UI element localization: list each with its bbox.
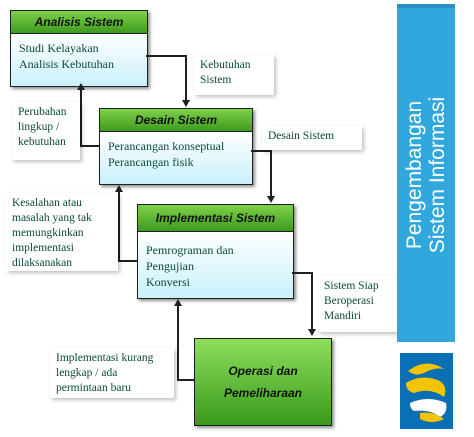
note-kesalahan: Kesalahan atau masalah yang tak memungki… (6, 193, 118, 271)
note-line: Sistem (200, 74, 232, 86)
connector-forward-2 (251, 150, 271, 152)
stage-line: Konversi (146, 275, 190, 289)
note-line: Mandiri (324, 310, 362, 322)
sidebar-title-line: Sistem Informasi (426, 96, 449, 254)
stage-line: Studi Kelayakan (19, 41, 99, 55)
note-line: Sistem Siap (324, 280, 379, 292)
arrow-head (182, 100, 190, 107)
connector-feedback-3 (177, 303, 179, 379)
logo-icon (400, 353, 453, 429)
stage-title-line: Operasi dan (228, 364, 298, 378)
connector-feedback-2 (118, 189, 120, 260)
stage-box-implementasi: Implementasi Sistem Pemrograman dan Peng… (137, 204, 294, 299)
note-line: memungkinkan (12, 227, 84, 239)
note-line: lingkup / (18, 121, 60, 133)
note-line: masalah yang tak (12, 212, 92, 224)
arrow-head (308, 329, 316, 336)
stage-line: Perancangan konseptual (108, 139, 225, 153)
connector-forward-1 (185, 55, 187, 101)
stage-title-line: Pemeliharaan (223, 386, 303, 400)
stage-body-analisis: Studi Kelayakan Analisis Kebutuhan (11, 34, 147, 86)
note-line: Kesalahan atau (12, 197, 82, 209)
note-perubahan-lingkup: Perubahan lingkup / kebutuhan (12, 102, 80, 160)
stage-box-operasi: Operasi dan Pemeliharaan (194, 338, 332, 426)
stage-line: Analisis Kebutuhan (19, 57, 114, 71)
note-line: implementasi (12, 242, 74, 254)
note-line: lengkap / ada (56, 367, 118, 379)
sidebar-title-line: Pengembangan (403, 100, 426, 250)
note-line: Desain Sistem (268, 130, 335, 142)
stage-line: Perancangan fisik (108, 155, 194, 169)
stage-box-analisis: Analisis Sistem Studi Kelayakan Analisis… (10, 10, 148, 87)
connector-feedback-1 (80, 145, 99, 147)
arrow-head (174, 299, 182, 306)
note-line: permintaan baru (56, 382, 132, 394)
connector-feedback-3 (177, 379, 194, 381)
connector-feedback-1 (80, 87, 82, 145)
stage-title-desain: Desain Sistem (100, 109, 252, 132)
stage-box-desain: Desain Sistem Perancangan konseptual Per… (99, 108, 253, 185)
stage-line: Pengujian (146, 259, 194, 273)
connector-forward-3 (311, 272, 313, 330)
stage-title-operasi: Operasi dan Pemeliharaan (195, 339, 331, 426)
note-desain-sistem: Desain Sistem (262, 126, 362, 150)
stage-title-analisis: Analisis Sistem (11, 11, 147, 34)
stage-body-implementasi: Pemrograman dan Pengujian Konversi (138, 232, 293, 298)
sidebar-title: Pengembangan Sistem Informasi (403, 97, 449, 253)
note-line: kebutuhan (18, 136, 66, 148)
connector-forward-1 (146, 55, 186, 57)
arrow-head (77, 83, 85, 90)
note-line: dilaksanakan (12, 257, 73, 269)
connector-feedback-2 (118, 260, 137, 262)
note-line: Kebutuhan (200, 59, 251, 71)
note-implementasi-kurang: Implementasi kurang lengkap / ada permin… (50, 348, 174, 398)
connector-forward-3 (292, 272, 312, 274)
note-line: Beroperasi (324, 295, 374, 307)
stage-title-implementasi: Implementasi Sistem (138, 205, 293, 232)
note-kebutuhan-sistem: Kebutuhan Sistem (194, 55, 274, 95)
arrow-head (115, 185, 123, 192)
note-line: Perubahan (18, 106, 67, 118)
stage-line: Pemrograman dan (146, 243, 234, 257)
stage-body-desain: Perancangan konseptual Perancangan fisik (100, 132, 252, 184)
note-sistem-siap: Sistem Siap Beroperasi Mandiri (318, 276, 398, 332)
connector-forward-2 (270, 150, 272, 197)
note-line: Implementasi kurang (56, 352, 154, 364)
arrow-head (267, 196, 275, 203)
sidebar-title-panel: Pengembangan Sistem Informasi (397, 4, 455, 342)
